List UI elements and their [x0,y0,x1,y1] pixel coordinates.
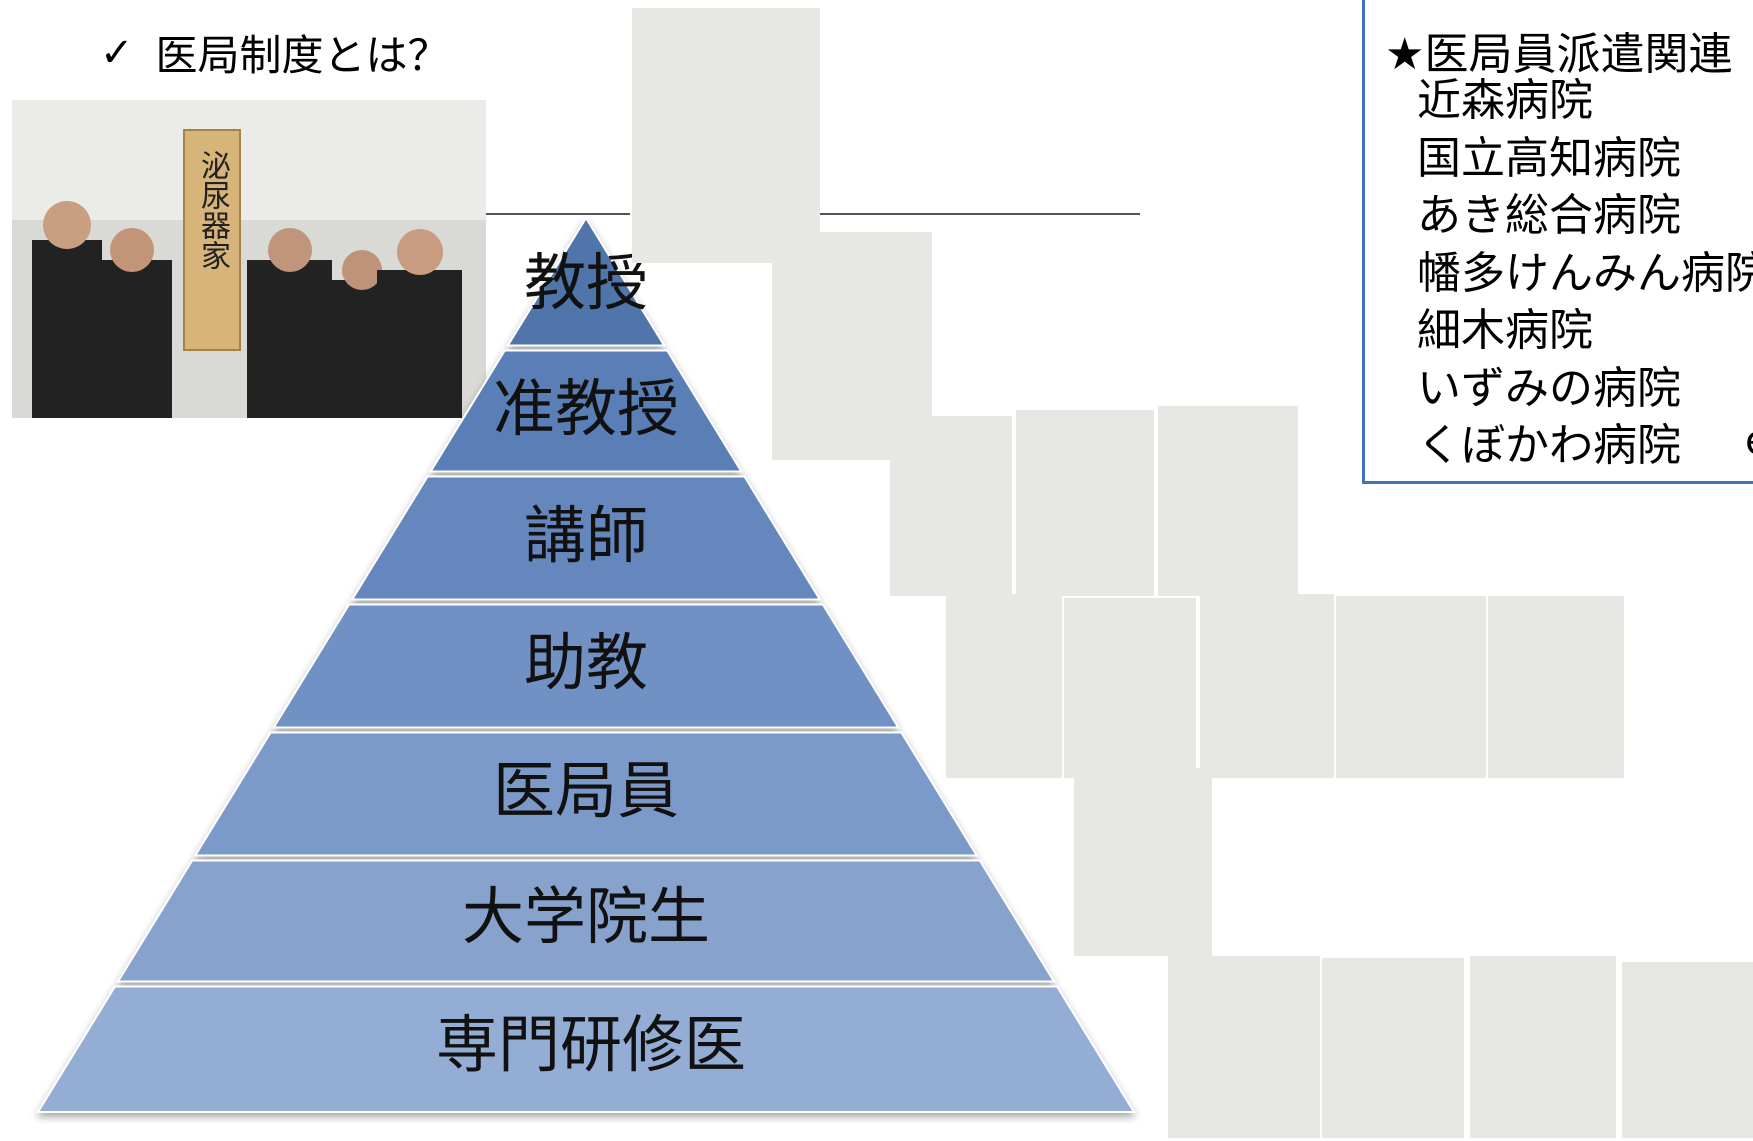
portrait-resident-1 [1168,956,1320,1138]
tier-label-2: 講師 [523,499,648,572]
hospital-item: 幡多けんみん病院 [1417,247,1753,299]
group-photo: 泌尿器家 [12,100,486,418]
tier-label-1: 准教授 [492,372,679,445]
tier-label-0: 教授 [523,246,648,319]
portrait-professor [632,8,820,263]
divider-line-left [486,213,630,215]
portrait-staff-1 [1074,768,1212,956]
hospital-list-box: ★医局員派遣関連 近森病院 国立高知病院 あき総合病院 幡多けんみん病院 細木病… [1362,0,1753,484]
portrait-lecturer-1 [890,416,1012,596]
tier-label-6: 専門研修医 [436,1008,747,1081]
portrait-assistant-professor-4 [1336,596,1486,778]
hospital-list-trail: e [1745,418,1753,464]
hospital-item: 近森病院 [1417,75,1593,126]
hospital-list-title: ★医局員派遣関連 [1385,29,1733,80]
hospital-item: あき総合病院 [1417,190,1681,241]
hospital-list: 近森病院 国立高知病院 あき総合病院 幡多けんみん病院 細木病院 いずみの病院 … [1417,72,1753,475]
tier-label-5: 大学院生 [461,880,710,953]
portrait-assistant-professor-1 [946,594,1062,778]
portrait-resident-4 [1622,962,1753,1138]
hospital-item: 国立高知病院 [1417,132,1681,184]
portrait-assistant-professor-2 [1064,598,1196,778]
portrait-assistant-professor-3 [1200,594,1334,778]
portrait-lecturer-3 [1158,406,1298,596]
page-heading: ✓ 医局制度とは？ [100,22,450,83]
portrait-lecturer-2 [1016,410,1154,596]
tier-label-3: 助教 [523,626,648,699]
check-mark-icon: ✓ [100,29,134,76]
divider-line-right [820,213,1140,215]
heading-text: 医局制度とは？ [155,31,450,80]
hospital-item: くぼかわ病院 [1417,420,1681,471]
portrait-resident-3 [1470,956,1616,1138]
portrait-assistant-professor-5 [1488,596,1624,778]
hospital-item: いずみの病院 [1417,362,1681,414]
signboard-text: 泌尿器家 [195,150,230,270]
portrait-resident-2 [1322,958,1464,1138]
hospital-item: 細木病院 [1417,305,1593,356]
tier-label-4: 医局員 [492,754,679,827]
